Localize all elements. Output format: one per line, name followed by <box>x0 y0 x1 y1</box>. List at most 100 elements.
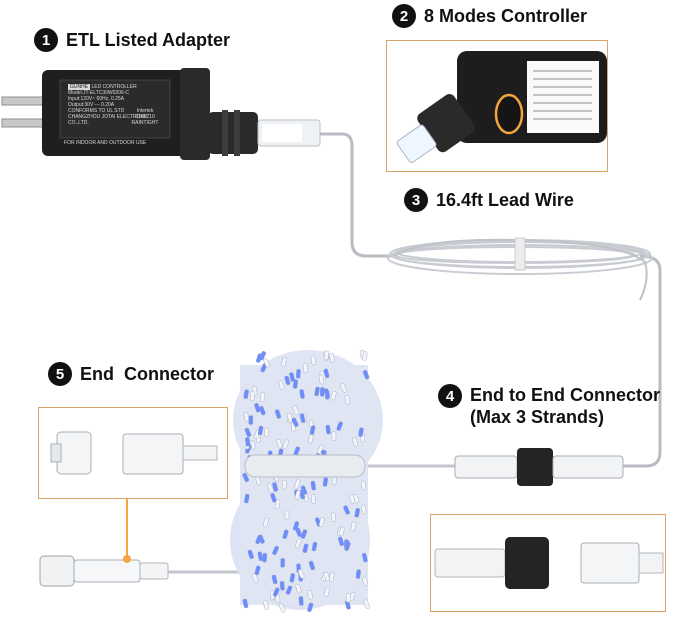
led-bulb <box>362 576 369 587</box>
led-bulb <box>300 529 308 539</box>
led-bulb <box>340 383 348 393</box>
led-bulb <box>264 427 270 437</box>
led-bulb <box>294 538 302 548</box>
led-bulb <box>361 552 368 563</box>
led-bulb <box>362 369 370 380</box>
led-bulb <box>282 529 289 539</box>
led-bulb <box>322 477 329 487</box>
led-bulb <box>281 480 287 490</box>
led-bulb <box>302 543 309 553</box>
led-bulb <box>354 507 360 518</box>
led-bulb <box>274 499 281 509</box>
label-end-to-end-subtext: (Max 3 Strands) <box>470 407 605 427</box>
led-bulb <box>255 353 263 363</box>
led-bulb <box>263 600 269 610</box>
adapter-model: Model:JT-ELTC30W0206-C <box>68 90 130 96</box>
led-bulb <box>330 512 336 522</box>
end-connector-assembled <box>39 555 169 587</box>
led-bulb <box>289 372 295 382</box>
led-bulb <box>360 480 366 491</box>
badge-5: 5 <box>48 362 72 386</box>
adapter-use: FOR INDOOR AND OUTDOOR USE <box>64 140 147 146</box>
led-bulb <box>307 602 314 613</box>
led-bulb <box>245 437 251 447</box>
label-end-to-end: 4 End to End Connector (Max 3 Strands) <box>438 384 660 428</box>
led-bulb <box>294 490 301 500</box>
led-bulb <box>329 353 335 363</box>
led-bulb <box>331 431 337 441</box>
led-bulb <box>292 405 300 415</box>
led-bulb <box>278 603 286 613</box>
led-bulb <box>263 517 269 528</box>
led-bulb <box>358 427 364 437</box>
led-bulb <box>352 437 358 447</box>
led-bulb <box>349 494 356 504</box>
led-bulb <box>324 587 330 597</box>
adapter-cert-name: Intertek <box>136 108 154 114</box>
label-end-to-end-text: End to End Connector <box>470 385 660 405</box>
led-bulb <box>254 565 261 576</box>
led-bulb <box>311 541 318 552</box>
adapter-cert: Intertek 3160710 RAINTIGHT <box>124 108 166 126</box>
led-bulb <box>292 379 298 389</box>
badge-4: 4 <box>438 384 462 408</box>
label-end-connector-text: End Connector <box>80 363 214 384</box>
led-bulb <box>324 350 330 361</box>
led-bulb <box>350 521 357 531</box>
led-bulb <box>318 517 325 527</box>
led-bulb <box>292 521 300 531</box>
label-adapter: 1 ETL Listed Adapter <box>34 28 230 52</box>
led-bulb <box>254 403 261 413</box>
led-bulb <box>257 551 264 562</box>
end-to-end-connector <box>454 448 624 486</box>
led-bulb <box>361 504 367 515</box>
led-bulb <box>329 572 335 582</box>
led-bulb <box>272 482 279 492</box>
controller-closeup-frame <box>386 40 608 172</box>
led-bulb <box>298 596 304 606</box>
led-bulb <box>255 534 263 545</box>
led-bulb <box>303 363 308 373</box>
led-bulb <box>280 558 285 568</box>
led-bulb <box>276 438 283 449</box>
led-bulb <box>299 389 305 399</box>
adapter-maker: CHANGZHOU JOTAI ELECTRONIC CO.,LTD. <box>68 114 150 126</box>
led-bulb <box>272 587 280 597</box>
led-bulb <box>310 494 316 504</box>
led-bulb <box>243 389 249 399</box>
end-connector-parts <box>50 431 218 475</box>
led-bulb <box>285 585 293 595</box>
led-bulb <box>362 351 368 361</box>
led-bulb <box>317 444 324 455</box>
led-bulb <box>244 427 252 438</box>
led-bulb <box>325 424 331 435</box>
end-connector-parts-frame <box>38 407 228 499</box>
led-bulb <box>318 374 325 385</box>
led-bulb <box>270 493 277 503</box>
led-bulb <box>300 485 308 495</box>
led-bulb <box>310 355 316 366</box>
led-bulb <box>249 391 255 401</box>
led-bulb <box>284 510 290 520</box>
led-bulb <box>309 425 316 435</box>
led-bulb <box>363 599 371 609</box>
lead-wire-cable <box>320 132 395 258</box>
adapter-output: Output:30V --- 0.20A <box>68 102 115 108</box>
led-string-bundle <box>230 349 383 613</box>
led-bulb <box>260 392 265 402</box>
led-bulb <box>344 540 350 550</box>
led-bulb <box>314 386 320 397</box>
label-controller: 2 8 Modes Controller <box>392 4 587 28</box>
led-bulb <box>310 480 316 491</box>
label-lead-wire: 3 16.4ft Lead Wire <box>404 188 574 212</box>
adapter-brand: GUNHE <box>68 84 91 90</box>
led-bulb <box>274 409 282 419</box>
led-bulb <box>338 526 345 537</box>
led-bulb <box>286 412 293 423</box>
badge-3: 3 <box>404 188 428 212</box>
led-bulb <box>344 395 350 405</box>
adapter-title: LED CONTROLLER <box>91 84 137 90</box>
connector-wire <box>610 254 662 468</box>
led-bulb <box>284 375 291 386</box>
led-bulb <box>345 593 351 603</box>
